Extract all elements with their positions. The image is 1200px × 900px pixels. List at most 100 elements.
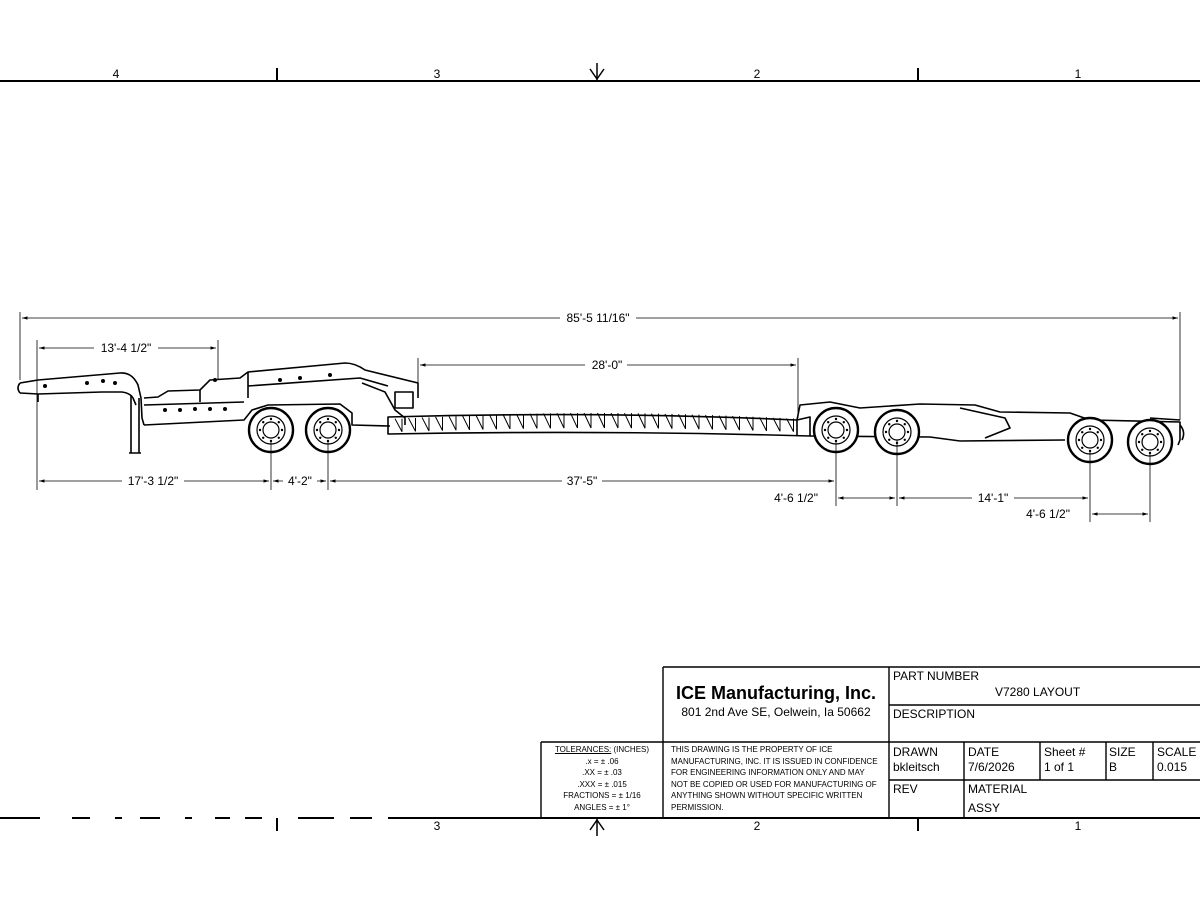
lug-nut xyxy=(888,423,891,426)
sheet-label: Sheet # xyxy=(1044,745,1086,759)
deck-brace xyxy=(394,418,403,433)
material-label: MATERIAL xyxy=(968,782,1028,796)
deck-brace xyxy=(502,414,511,430)
lug-nut xyxy=(319,436,322,439)
lug-nut xyxy=(326,417,330,421)
zone-label-bottom-2: 2 xyxy=(754,819,761,833)
lug-nut xyxy=(269,417,273,421)
deck-brace xyxy=(448,416,457,431)
tolerance-3: .XXX = ± .015 xyxy=(577,779,627,789)
deck-brace xyxy=(718,415,727,430)
deck-brace xyxy=(691,414,700,430)
tolerances-block: TOLERANCES: (INCHES) .x = ± .06 .XX = ± … xyxy=(543,744,661,813)
lug-nut xyxy=(334,421,337,424)
trailer-outline xyxy=(17,362,1185,454)
deck-brace xyxy=(772,417,781,432)
part-number-value: V7280 LAYOUT xyxy=(995,685,1081,699)
rev-label: REV xyxy=(893,782,918,796)
drawing-border xyxy=(0,80,1200,819)
zone-label-top-1: 1 xyxy=(1075,67,1082,81)
lug-nut xyxy=(884,430,888,434)
deck-brace xyxy=(408,417,416,432)
scale-label: SCALE xyxy=(1157,745,1197,759)
wheel-hub xyxy=(319,421,337,439)
tolerance-1: .x = ± .06 xyxy=(585,756,619,766)
part-number-label: PART NUMBER xyxy=(893,669,980,683)
deck-brace xyxy=(759,417,767,432)
deck-brace xyxy=(597,412,605,429)
lug-nut xyxy=(1081,446,1084,449)
deck-brace xyxy=(556,413,565,429)
deck-brace xyxy=(570,412,578,429)
deck-brace xyxy=(529,413,538,429)
deck-brace xyxy=(786,418,794,432)
tolerances-title: TOLERANCES: xyxy=(554,745,612,754)
lug-nut xyxy=(827,421,830,424)
deck-brace xyxy=(624,412,632,429)
scale-value: 0.015 xyxy=(1157,760,1188,774)
dim-deck-length: 28'-0" xyxy=(592,358,623,372)
lug-nut xyxy=(1096,446,1099,449)
lug-nut xyxy=(1088,427,1092,431)
drawn-label: DRAWN xyxy=(893,745,938,759)
dimension-labels: 85'-5 11/16" 13'-4 1/2" 28'-0" 17'-3 1/2… xyxy=(94,311,1070,521)
lug-nut xyxy=(1148,429,1152,433)
zone-label-bottom-3: 3 xyxy=(434,819,441,833)
center-mark-top xyxy=(589,63,605,81)
lug-nut xyxy=(842,421,845,424)
lug-nut xyxy=(1156,448,1159,451)
proprietary-notice: THIS DRAWING IS THE PROPERTY OF ICE MANU… xyxy=(671,745,878,812)
dim-jeep-spacing: 14'-1" xyxy=(978,491,1009,505)
lug-nut xyxy=(1141,448,1144,451)
deck-brace xyxy=(516,413,524,429)
sheet-value: 1 of 1 xyxy=(1044,760,1075,774)
dim-deck-span: 37'-5" xyxy=(567,474,598,488)
deck-brace xyxy=(475,415,484,430)
dim-overall-length: 85'-5 11/16" xyxy=(566,311,629,325)
deck-brace xyxy=(705,414,713,430)
deck-brace xyxy=(489,414,497,430)
title-block-frame xyxy=(540,666,1200,818)
lug-nut xyxy=(1077,438,1081,442)
lug-nut xyxy=(337,428,341,432)
zone-label-bottom-1: 1 xyxy=(1075,819,1082,833)
deck-brace xyxy=(637,413,646,429)
zone-label-top-3: 3 xyxy=(434,67,441,81)
company-name: ICE Manufacturing, Inc. xyxy=(675,683,876,703)
lug-nut xyxy=(827,436,830,439)
description-label: DESCRIPTION xyxy=(893,707,976,721)
lug-nut xyxy=(262,436,265,439)
material-value: ASSY xyxy=(968,801,1001,815)
wheel-hub xyxy=(1081,431,1099,449)
lug-nut xyxy=(842,436,845,439)
size-label: SIZE xyxy=(1109,745,1136,759)
lug-nut xyxy=(258,428,262,432)
lug-nut xyxy=(1096,431,1099,434)
dim-rear-axle-spacing: 4'-6 1/2" xyxy=(1026,507,1070,521)
wheel-hub xyxy=(827,421,845,439)
deck-brace xyxy=(651,413,659,429)
lug-nut xyxy=(315,428,319,432)
dim-kingpin-to-axle: 17'-3 1/2" xyxy=(128,474,179,488)
deck-brace xyxy=(435,416,443,431)
date-value: 7/6/2026 xyxy=(968,760,1015,774)
lug-nut xyxy=(888,438,891,441)
size-value: B xyxy=(1109,760,1118,774)
drawn-by-value: bkleitsch xyxy=(893,760,940,774)
lug-nut xyxy=(895,419,899,423)
tolerances-units: (INCHES) xyxy=(613,745,650,754)
zone-label-top-4: 4 xyxy=(113,67,120,81)
lug-nut xyxy=(1141,433,1144,436)
lug-nut xyxy=(1159,440,1163,444)
dim-front-axle-spacing: 4'-2" xyxy=(288,474,312,488)
deck-brace xyxy=(678,414,686,430)
deck-brace xyxy=(543,413,551,429)
deck-brace xyxy=(583,412,592,429)
deck-brace xyxy=(664,413,673,429)
center-mark-bottom xyxy=(589,818,605,836)
deck-brace xyxy=(421,417,430,432)
tolerance-2: .XX = ± .03 xyxy=(582,768,622,777)
zone-label-top-2: 2 xyxy=(754,67,761,81)
lug-nut xyxy=(277,436,280,439)
